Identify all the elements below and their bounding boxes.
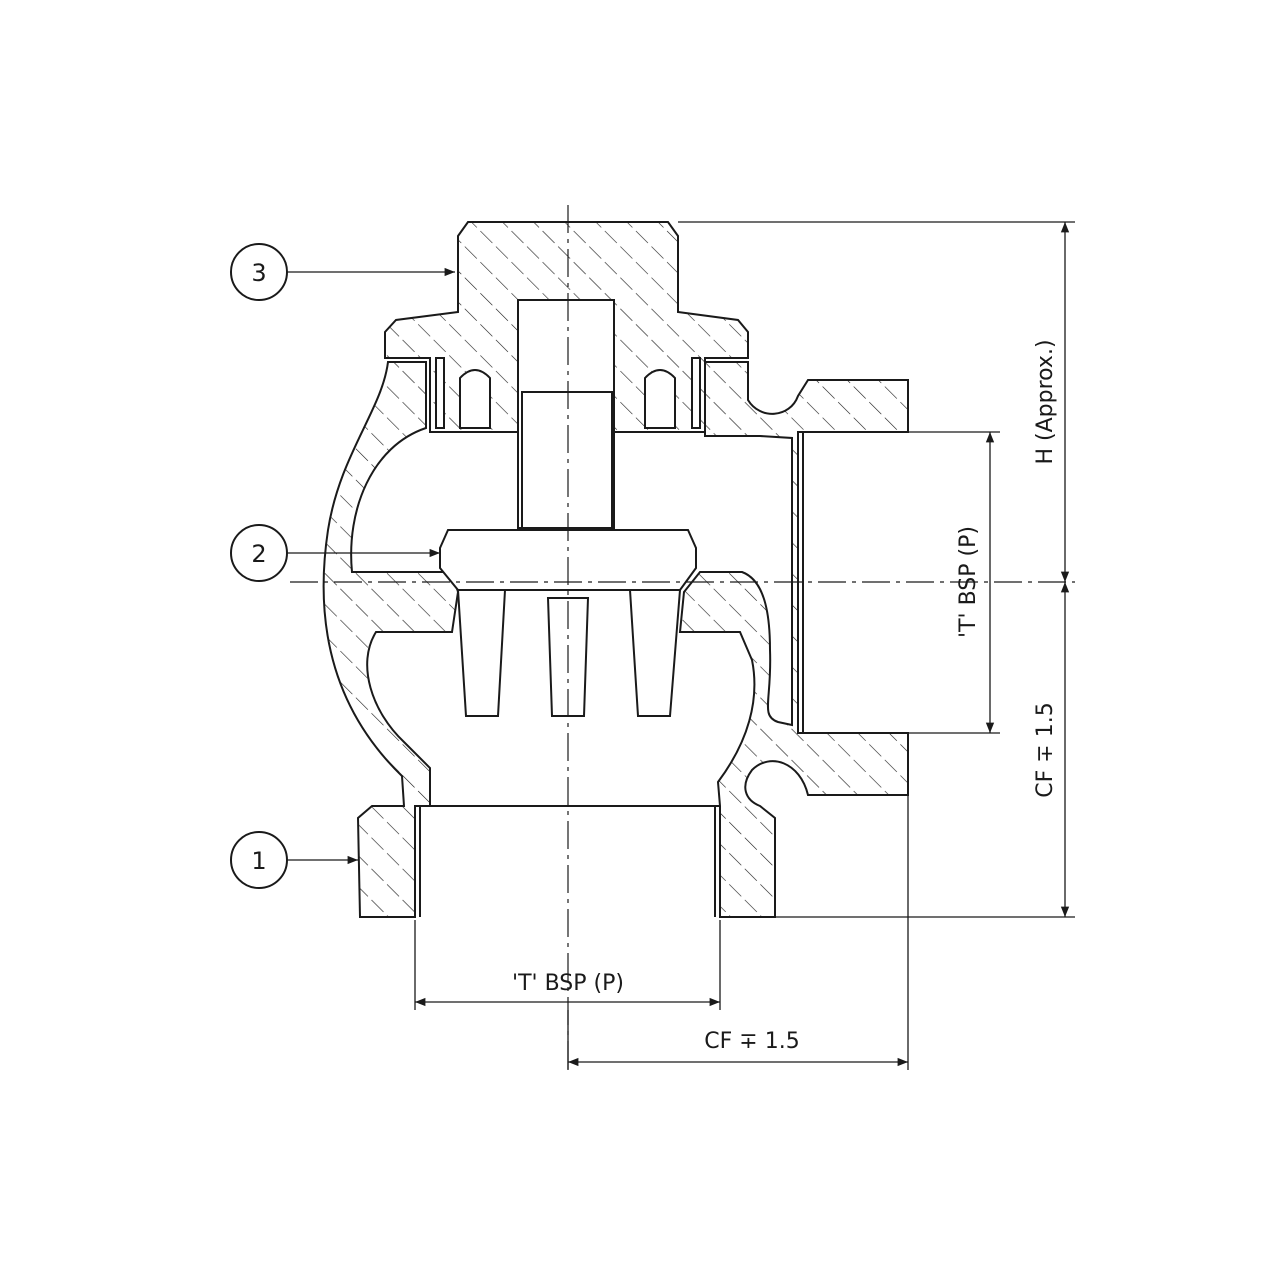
guide-fin-3 <box>628 589 682 717</box>
guide-fin-1 <box>456 589 507 717</box>
cf-vertical-label: CF ∓ 1.5 <box>1033 702 1058 797</box>
balloon-2: 2 <box>230 524 440 582</box>
bonnet-gap-left <box>435 357 445 429</box>
height-label: H (Approx.) <box>1033 339 1058 464</box>
bonnet-gap-right <box>691 357 701 429</box>
stem-lower <box>521 391 613 529</box>
guide-post-right <box>644 369 676 429</box>
outlet-thread-label: 'T' BSP (P) <box>956 526 981 638</box>
balloon-1-label: 1 <box>251 847 266 875</box>
balloon-3: 3 <box>230 243 455 301</box>
cf-horizontal-label: CF ∓ 1.5 <box>704 1029 799 1054</box>
balloon-3-label: 3 <box>251 259 266 287</box>
inlet-thread-label: 'T' BSP (P) <box>512 971 624 996</box>
balloon-1: 1 <box>230 831 358 889</box>
balloon-2-label: 2 <box>251 540 266 568</box>
guide-post-left <box>459 369 491 429</box>
extension-lines <box>414 221 1075 1070</box>
body-left-wall <box>322 361 460 918</box>
